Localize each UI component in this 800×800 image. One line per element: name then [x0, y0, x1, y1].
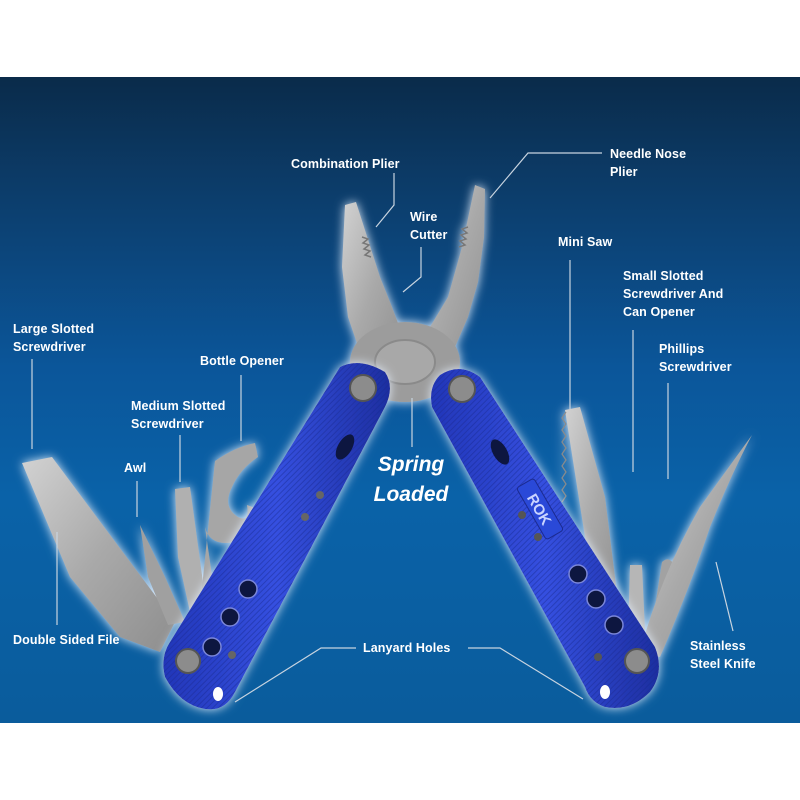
infographic-panel: ROK: [0, 77, 800, 723]
spring-loaded-text: Spring Loaded: [373, 453, 449, 506]
multitool-illustration: ROK: [22, 152, 752, 710]
left-tool-fan: [22, 443, 259, 652]
left-handle: [163, 363, 390, 710]
right-tool-fan: [561, 407, 752, 657]
label-double-sided-file: Double Sided File: [13, 633, 120, 647]
label-large-slotted-screwdriver: Large Slotted Screwdriver: [13, 322, 95, 354]
label-lanyard-holes: Lanyard Holes: [363, 641, 451, 655]
label-needle-nose-plier: Needle Nose Plier: [610, 147, 687, 179]
label-bottle-opener: Bottle Opener: [200, 354, 284, 368]
label-mini-saw: Mini Saw: [558, 235, 613, 249]
label-phillips-screwdriver: Phillips Screwdriver: [659, 342, 732, 374]
label-combination-plier: Combination Plier: [291, 157, 400, 171]
label-wire-cutter: Wire Cutter: [410, 210, 448, 242]
leader-lines: [31, 152, 734, 703]
label-medium-slotted-screwdriver: Medium Slotted Screwdriver: [131, 399, 226, 431]
right-handle: ROK: [431, 368, 659, 708]
label-awl: Awl: [124, 461, 147, 475]
label-stainless-steel-knife: Stainless Steel Knife: [690, 639, 756, 671]
label-small-slotted-screwdriver: Small Slotted Screwdriver And Can Opener: [623, 269, 724, 319]
